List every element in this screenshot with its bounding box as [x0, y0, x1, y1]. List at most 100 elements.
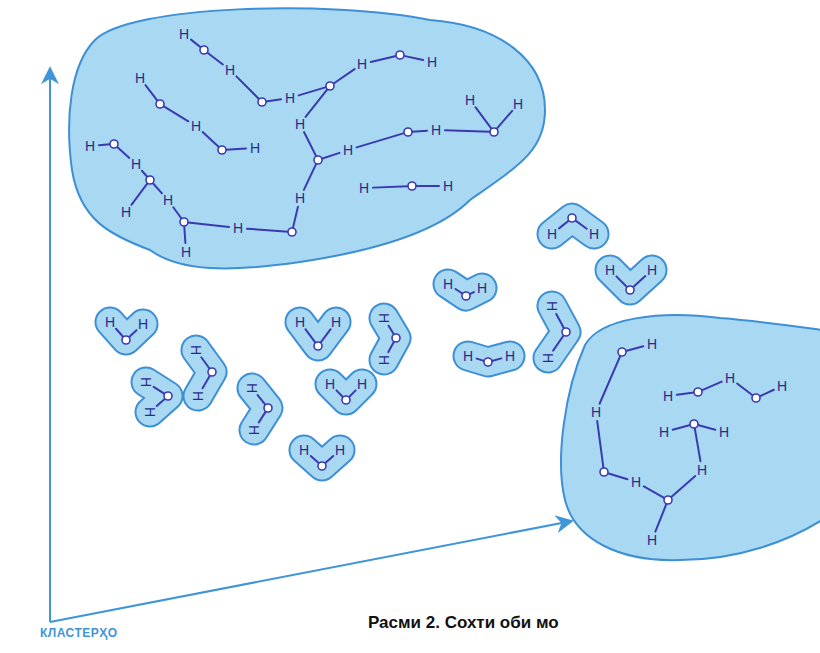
water-molecule: HH — [182, 336, 226, 410]
hydrogen-symbol: H — [247, 425, 261, 435]
hydrogen-symbol: H — [431, 123, 441, 137]
oxygen-atom — [690, 420, 698, 428]
hydrogen-symbol: H — [605, 263, 615, 277]
bond-line — [737, 383, 753, 395]
hydrogen-symbol: H — [505, 349, 515, 363]
bond-line — [412, 131, 427, 132]
water-molecule: HH — [238, 374, 282, 444]
bond-line — [616, 276, 627, 287]
bond-line — [320, 329, 330, 343]
hydrogen-symbol: H — [233, 221, 243, 235]
bond-line — [600, 356, 621, 404]
oxygen-atom — [180, 218, 188, 226]
oxygen-atom — [626, 286, 634, 294]
bond-line — [117, 147, 129, 158]
oxygen-atom — [404, 128, 412, 136]
oxygen-atom — [110, 140, 118, 148]
bond-line — [304, 164, 316, 190]
bond-line — [247, 229, 288, 232]
hydrogen-symbol: H — [719, 425, 729, 439]
oxygen-atom — [326, 82, 334, 90]
bond-line — [455, 289, 462, 294]
bond-line — [153, 183, 162, 193]
bond-line — [173, 207, 181, 218]
hydrogen-symbol: H — [377, 313, 391, 323]
bond-line — [559, 220, 569, 228]
bond-line — [157, 399, 165, 406]
bond-line — [305, 329, 315, 343]
bond-line — [322, 153, 340, 159]
bond-line — [325, 456, 333, 463]
hydrogen-symbol: H — [189, 345, 203, 355]
bond-line — [695, 428, 701, 461]
hydrogen-symbol: H — [697, 463, 707, 477]
bond-line — [357, 133, 405, 147]
pointer-label: КЛАСТЕРҲО — [40, 626, 118, 640]
hydrogen-symbol: H — [285, 91, 295, 105]
bond-line — [311, 456, 319, 463]
bond-line — [388, 342, 394, 353]
oxygen-atom — [314, 156, 322, 164]
hydrogen-symbol: H — [135, 71, 145, 85]
hydrogen-symbol: H — [541, 353, 555, 363]
oxygen-atom — [664, 496, 672, 504]
hydrogen-symbol: H — [225, 63, 235, 77]
bond-line — [373, 186, 408, 187]
water-molecule: HH — [538, 204, 608, 248]
bond-line — [371, 56, 396, 62]
bond-line — [477, 359, 485, 361]
water-molecule: HH — [454, 342, 524, 376]
bond-line — [416, 185, 439, 187]
bond-line — [163, 106, 188, 121]
bond-line — [304, 132, 316, 156]
figure-caption: Расми 2. Сохти оби мо — [368, 613, 559, 633]
hydrogen-symbol: H — [777, 379, 787, 393]
hydrogen-symbol: H — [139, 377, 153, 387]
hydrogen-symbol: H — [181, 245, 191, 259]
hydrogen-symbol: H — [299, 443, 309, 457]
water-molecule: HH — [132, 368, 182, 426]
bond-line — [626, 346, 643, 351]
bond-line — [259, 411, 266, 422]
oxygen-atom — [392, 334, 400, 342]
hydrogen-symbol: H — [191, 119, 201, 133]
bond-line — [188, 222, 229, 227]
water-molecule: HH — [290, 436, 354, 480]
oxygen-atom — [694, 388, 702, 396]
oxygen-atom — [258, 98, 266, 106]
hydrogen-symbol: H — [443, 179, 453, 193]
bond-line — [553, 335, 564, 350]
bond-line — [116, 329, 123, 337]
hydrogen-symbol: H — [131, 157, 141, 171]
bond-line — [226, 149, 246, 150]
hydrogen-symbol: H — [427, 55, 437, 69]
hydrogen-symbol: H — [545, 301, 559, 311]
cluster-blob — [561, 315, 820, 560]
hydrogen-symbol: H — [191, 391, 205, 401]
oxygen-atom — [318, 462, 326, 470]
hydrogen-symbol: H — [589, 227, 599, 241]
bond-line — [633, 276, 645, 287]
hydrogen-symbol: H — [357, 377, 367, 391]
bond-line — [306, 89, 328, 117]
hydrogen-symbol: H — [463, 349, 473, 363]
water-molecule: HH — [596, 256, 666, 304]
hydrogen-symbol: H — [295, 191, 305, 205]
hydrogen-symbol: H — [245, 383, 259, 393]
bond-line — [760, 390, 774, 397]
water-molecule: HH — [434, 270, 496, 310]
hydrogen-symbol: H — [121, 205, 131, 219]
hydrogen-symbol: H — [343, 143, 353, 157]
bond-line — [201, 357, 209, 368]
bond-line — [644, 486, 665, 498]
hydrogen-symbol: H — [663, 389, 673, 403]
hydrogen-symbol: H — [105, 315, 115, 329]
hydrogen-symbol: H — [631, 475, 641, 489]
water-molecule: HH — [316, 370, 376, 414]
oxygen-atom — [164, 392, 172, 400]
bond-line — [145, 85, 157, 101]
oxygen-atom — [146, 176, 154, 184]
bond-line — [336, 390, 343, 397]
hydrogen-symbol: H — [443, 277, 453, 291]
